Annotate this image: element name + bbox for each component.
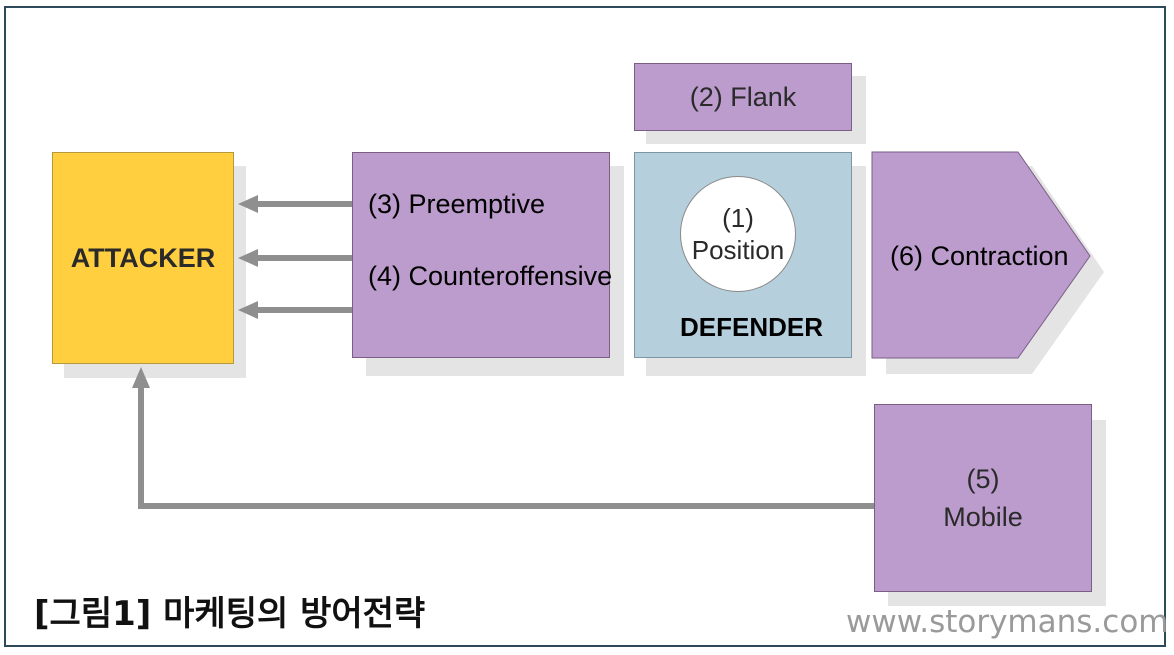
mobile-arrowhead [132, 367, 150, 388]
counteroffensive-arrowhead [238, 249, 258, 267]
preemptive-label: (3) Preemptive [368, 189, 546, 219]
mobile-number: (5) [966, 464, 1000, 494]
flank-box: (2) Flank [634, 63, 852, 131]
flank-label: (2) Flank [689, 81, 797, 112]
contraction-shape [871, 151, 1091, 359]
figure-caption: [그림1] 마케팅의 방어전략 [34, 594, 426, 634]
counter-defense-box [352, 152, 610, 358]
mobile-box: (5) Mobile [874, 404, 1092, 592]
mobile-label: Mobile [943, 502, 1023, 532]
position-label: Position [691, 235, 785, 265]
defender-label: DEFENDER [680, 312, 824, 342]
position-circle: (1) Position [680, 176, 796, 292]
position-number: (1) [722, 203, 754, 233]
contraction-label: (6) Contraction [890, 241, 1069, 271]
watermark: www.storymans.com [846, 604, 1169, 640]
preemptive-arrowhead [238, 195, 258, 213]
mobile-arrow [138, 386, 874, 509]
counter-third-arrowhead [238, 301, 258, 319]
counteroffensive-label: (4) Counteroffensive [368, 261, 613, 291]
counter-arrows [238, 195, 352, 319]
attacker-box: ATTACKER [52, 152, 234, 364]
attacker-label: ATTACKER [70, 242, 216, 273]
